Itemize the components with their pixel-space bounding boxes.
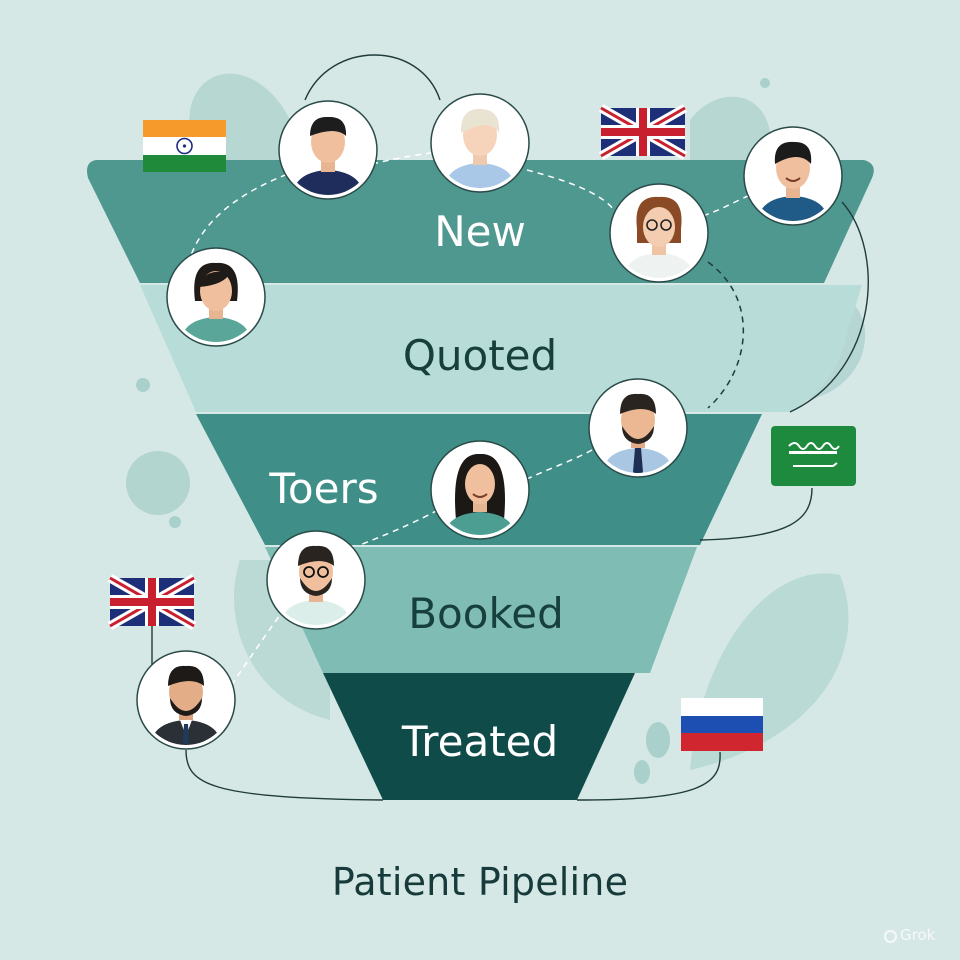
flag-uk-icon bbox=[107, 574, 197, 630]
stage-label-booked: Booked bbox=[408, 589, 564, 638]
dashed-connector bbox=[526, 169, 615, 211]
diagram-title: Patient Pipeline bbox=[331, 860, 629, 904]
dashed-connector bbox=[702, 195, 749, 217]
patient-avatar-short-dark-hair-icon bbox=[278, 100, 378, 200]
stage-label-new: New bbox=[434, 207, 526, 256]
funnel-stage-quoted bbox=[140, 285, 862, 412]
patient-avatar-woman-glasses-icon bbox=[609, 183, 709, 283]
decor-leaf-small bbox=[634, 760, 650, 784]
patient-avatar-woman-bob-icon bbox=[166, 247, 266, 347]
decor-dot bbox=[169, 516, 181, 528]
solid-connector bbox=[576, 751, 721, 801]
flag-uk-icon bbox=[598, 104, 688, 160]
dashed-connector bbox=[524, 449, 593, 481]
patient-avatar-long-hair-woman-icon bbox=[430, 440, 530, 540]
patient-avatar-smiling-man-icon bbox=[743, 126, 843, 226]
decor-arc-top bbox=[304, 54, 441, 101]
decor-dot bbox=[136, 378, 150, 392]
patient-avatar-bearded-man-tie-icon bbox=[588, 378, 688, 478]
patient-avatar-blonde-icon bbox=[430, 93, 530, 193]
grok-logo-icon bbox=[884, 930, 897, 943]
solid-connector bbox=[789, 201, 869, 413]
dashed-connector bbox=[189, 159, 329, 259]
watermark: Grok bbox=[884, 926, 935, 944]
patient-avatar-man-suit-icon bbox=[136, 650, 236, 750]
dashed-connector bbox=[707, 261, 744, 409]
flags bbox=[107, 104, 856, 751]
avatars bbox=[136, 93, 843, 750]
stage-label-treated: Treated bbox=[401, 717, 558, 766]
stage-label-toers: Toers bbox=[268, 464, 378, 513]
stage-labels: New Quoted Toers Booked Treated bbox=[268, 207, 563, 766]
watermark-text: Grok bbox=[900, 926, 936, 944]
flag-saudi-arabia-icon bbox=[771, 426, 856, 486]
dashed-connector bbox=[359, 509, 439, 546]
stage-label-quoted: Quoted bbox=[403, 331, 557, 380]
patient-avatar-man-glasses-beard-icon bbox=[266, 530, 366, 630]
connectors bbox=[151, 144, 869, 801]
decor-dot bbox=[760, 78, 770, 88]
dashed-connector bbox=[227, 607, 286, 691]
decor-leaf-small bbox=[646, 722, 670, 758]
funnel-stage-treated bbox=[323, 673, 635, 800]
solid-connector bbox=[699, 487, 813, 541]
solid-connector bbox=[185, 749, 384, 801]
flag-india-icon bbox=[143, 120, 226, 172]
flag-russia-icon bbox=[681, 698, 763, 751]
decor-circle-left bbox=[126, 451, 190, 515]
funnel-stage-booked bbox=[265, 547, 697, 673]
